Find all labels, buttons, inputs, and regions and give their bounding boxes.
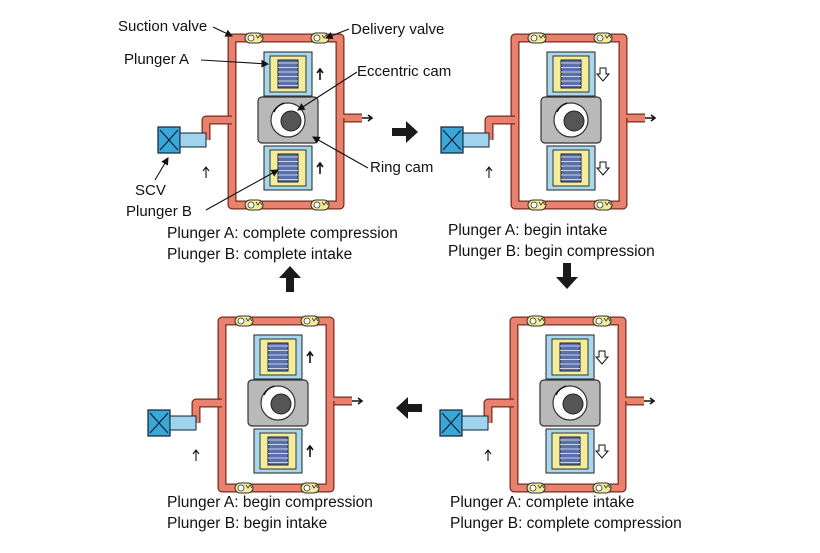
- stage-1-caption-line-1: Plunger A: complete compression: [167, 225, 398, 242]
- up-arrow-icon: [279, 266, 301, 292]
- right-arrow-icon: [392, 121, 418, 143]
- plunger-motion-arrow-icon: [595, 161, 611, 176]
- rotation-arrow-icon: [263, 385, 275, 396]
- stage-4-caption-line-2: Plunger B: begin intake: [167, 515, 327, 532]
- suction-valve-label: Suction valve: [118, 18, 207, 35]
- inlet-arrow-icon: [192, 449, 200, 461]
- rotation-arrow-icon: [555, 385, 567, 396]
- eccentric-cam: [562, 393, 584, 415]
- stage-2-caption-line-1: Plunger A: begin intake: [448, 222, 607, 239]
- scv-label: SCV: [135, 182, 166, 199]
- stage-2-caption-line-2: Plunger B: begin compression: [448, 243, 655, 260]
- delivery-valve-label: Delivery valve: [351, 21, 444, 38]
- ring-cam-label: Ring cam: [370, 159, 433, 176]
- plunger-a-label: Plunger A: [124, 51, 189, 68]
- inlet-arrow-icon: [202, 166, 210, 178]
- inlet-arrow-icon: [485, 166, 493, 178]
- plunger-motion-arrow-icon: [306, 350, 314, 363]
- eccentric-cam-label: Eccentric cam: [357, 63, 451, 80]
- plunger-b-label: Plunger B: [126, 203, 192, 220]
- plunger-motion-arrow-icon: [316, 161, 324, 174]
- pump-panel-stage-3: [439, 315, 656, 494]
- down-arrow-icon: [556, 263, 578, 289]
- outlet-arrow-icon: [352, 397, 364, 405]
- eccentric-cam: [270, 393, 292, 415]
- outlet-arrow-icon: [362, 114, 374, 122]
- plunger-motion-arrow-icon: [594, 444, 610, 459]
- eccentric-cam: [563, 110, 585, 132]
- pump-panel-stage-2: [440, 32, 657, 211]
- inlet-arrow-icon: [484, 449, 492, 461]
- stage-1-caption-line-2: Plunger B: complete intake: [167, 246, 352, 263]
- pump-panel-stage-4: [147, 315, 364, 494]
- plunger-motion-arrow-icon: [594, 350, 610, 365]
- plunger-motion-arrow-icon: [316, 67, 324, 80]
- left-arrow-icon: [396, 397, 422, 419]
- stage-4-caption-line-1: Plunger A: begin compression: [167, 494, 373, 511]
- stage-3-caption-line-1: Plunger A: complete intake: [450, 494, 634, 511]
- rotation-arrow-icon: [273, 102, 285, 113]
- eccentric-cam: [280, 110, 302, 132]
- plunger-motion-arrow-icon: [595, 67, 611, 82]
- stage-3-caption-line-2: Plunger B: complete compression: [450, 515, 682, 532]
- outlet-arrow-icon: [645, 114, 657, 122]
- rotation-arrow-icon: [556, 102, 568, 113]
- outlet-arrow-icon: [644, 397, 656, 405]
- pump-panel-stage-1: [157, 32, 374, 211]
- plunger-motion-arrow-icon: [306, 444, 314, 457]
